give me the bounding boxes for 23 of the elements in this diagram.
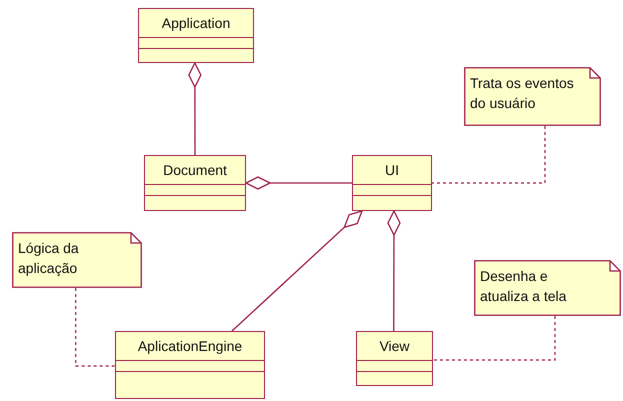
class-box <box>138 8 254 63</box>
note-shape <box>474 260 621 316</box>
aggregation-line <box>387 210 401 331</box>
note-shape <box>464 67 601 126</box>
aggregation-line <box>188 62 202 155</box>
class-name: AplicationEngine <box>138 338 242 354</box>
class-box <box>352 155 432 211</box>
note-link <box>432 126 546 184</box>
aggregation-line <box>232 210 363 332</box>
class-box <box>144 155 246 211</box>
note-link <box>433 316 556 361</box>
class-box <box>356 331 433 386</box>
note-shape <box>12 232 142 288</box>
aggregation-line <box>245 176 352 190</box>
note-link <box>75 288 115 367</box>
class-name: Document <box>163 162 227 178</box>
note-text: Lógica da aplicação <box>18 239 80 278</box>
class-name: Application <box>162 15 230 31</box>
class-name: View <box>379 338 410 354</box>
class-name: UI <box>385 162 399 178</box>
note-text: Trata os eventos do usuário <box>470 74 575 113</box>
class-box <box>115 331 265 399</box>
note-text: Desenha e atualiza a tela <box>480 267 568 306</box>
